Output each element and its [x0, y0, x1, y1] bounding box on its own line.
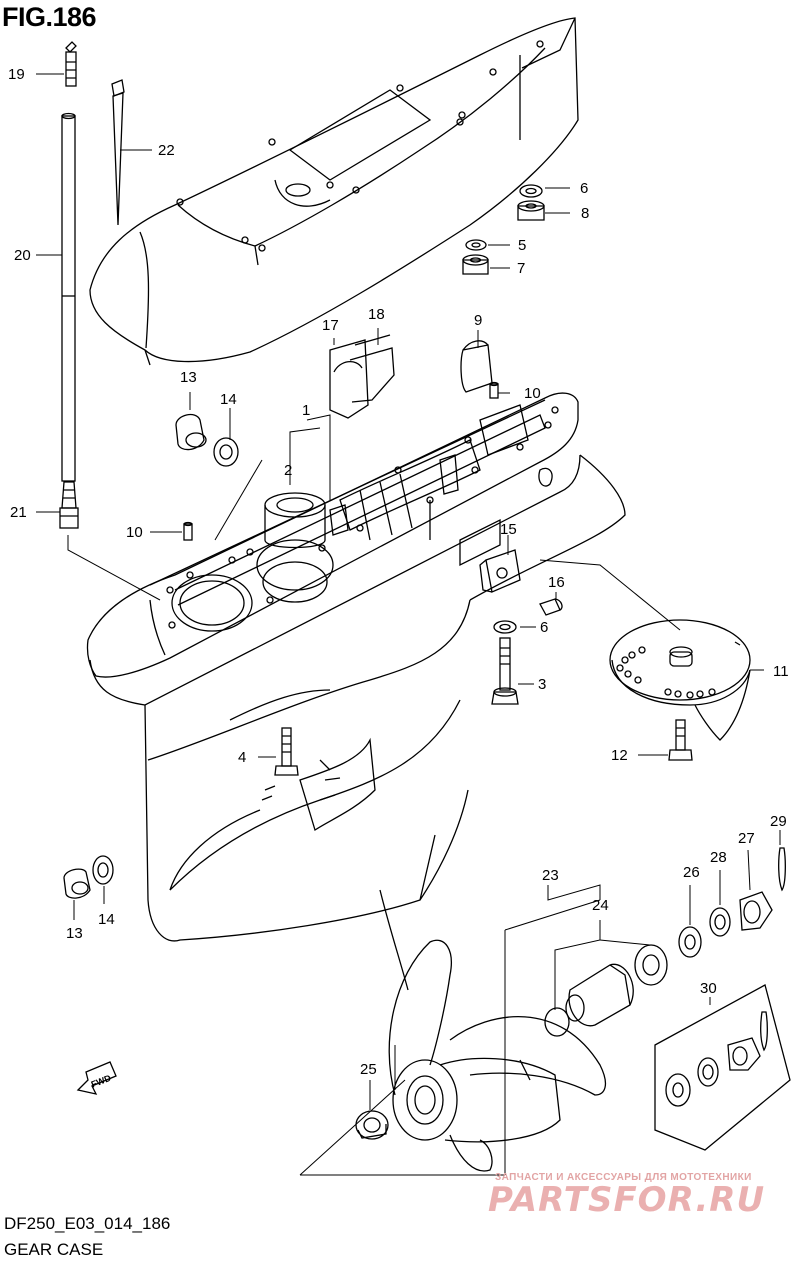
callout-30: 30	[700, 980, 717, 997]
watermark-tagline: ЗАПЧАСТИ И АКСЕССУАРЫ ДЛЯ МОТОТЕХНИКИ	[495, 1172, 752, 1183]
callout-16: 16	[548, 574, 565, 591]
callout-14: 14	[98, 911, 115, 928]
trim-tab	[609, 619, 751, 741]
washers-and-nuts	[63, 184, 693, 899]
callout-22: 22	[158, 142, 175, 159]
callout-19: 19	[8, 66, 25, 83]
callout-11: 11	[773, 663, 789, 680]
callout-17: 17	[322, 317, 339, 334]
callout-21: 21	[10, 504, 27, 521]
fig-title: FIG.186	[2, 2, 97, 32]
callout-10: 10	[126, 524, 143, 541]
callout-3: 3	[538, 676, 546, 693]
shaft-parts	[59, 41, 125, 529]
callout-6: 6	[580, 180, 588, 197]
callout-6: 6	[540, 619, 548, 636]
callout-10: 10	[524, 385, 541, 402]
callout-15: 15	[500, 521, 517, 538]
callout-13: 13	[180, 369, 197, 386]
fwd-arrow-icon	[76, 1061, 117, 1095]
callout-26: 26	[683, 864, 700, 881]
callout-12: 12	[611, 747, 628, 764]
fwd-label: FWD	[90, 1073, 113, 1090]
diagram-caption: GEAR CASE	[4, 1240, 104, 1259]
model-code: DF250_E03_014_186	[4, 1214, 171, 1233]
callout-18: 18	[368, 306, 385, 323]
callout-13: 13	[66, 925, 83, 942]
callout-2: 2	[284, 462, 292, 479]
callout-numbers: 1234566789101011121313141415161718192021…	[8, 66, 789, 1078]
callout-28: 28	[710, 849, 727, 866]
upper-cover	[89, 17, 579, 366]
callout-27: 27	[738, 830, 755, 847]
callout-1: 1	[302, 402, 310, 419]
callout-5: 5	[518, 237, 526, 254]
callout-29: 29	[770, 813, 787, 830]
callout-8: 8	[581, 205, 589, 222]
gear-case-housing	[86, 392, 626, 991]
callout-7: 7	[517, 260, 525, 277]
callout-23: 23	[542, 867, 559, 884]
callout-9: 9	[474, 312, 482, 329]
callout-4: 4	[238, 749, 246, 766]
watermark-brand: PARTSFOR.RU	[488, 1180, 766, 1220]
leader-lines	[36, 73, 781, 1176]
callout-20: 20	[14, 247, 31, 264]
callout-14: 14	[220, 391, 237, 408]
propeller-assembly	[355, 847, 791, 1172]
callout-24: 24	[592, 897, 609, 914]
callout-25: 25	[360, 1061, 377, 1078]
